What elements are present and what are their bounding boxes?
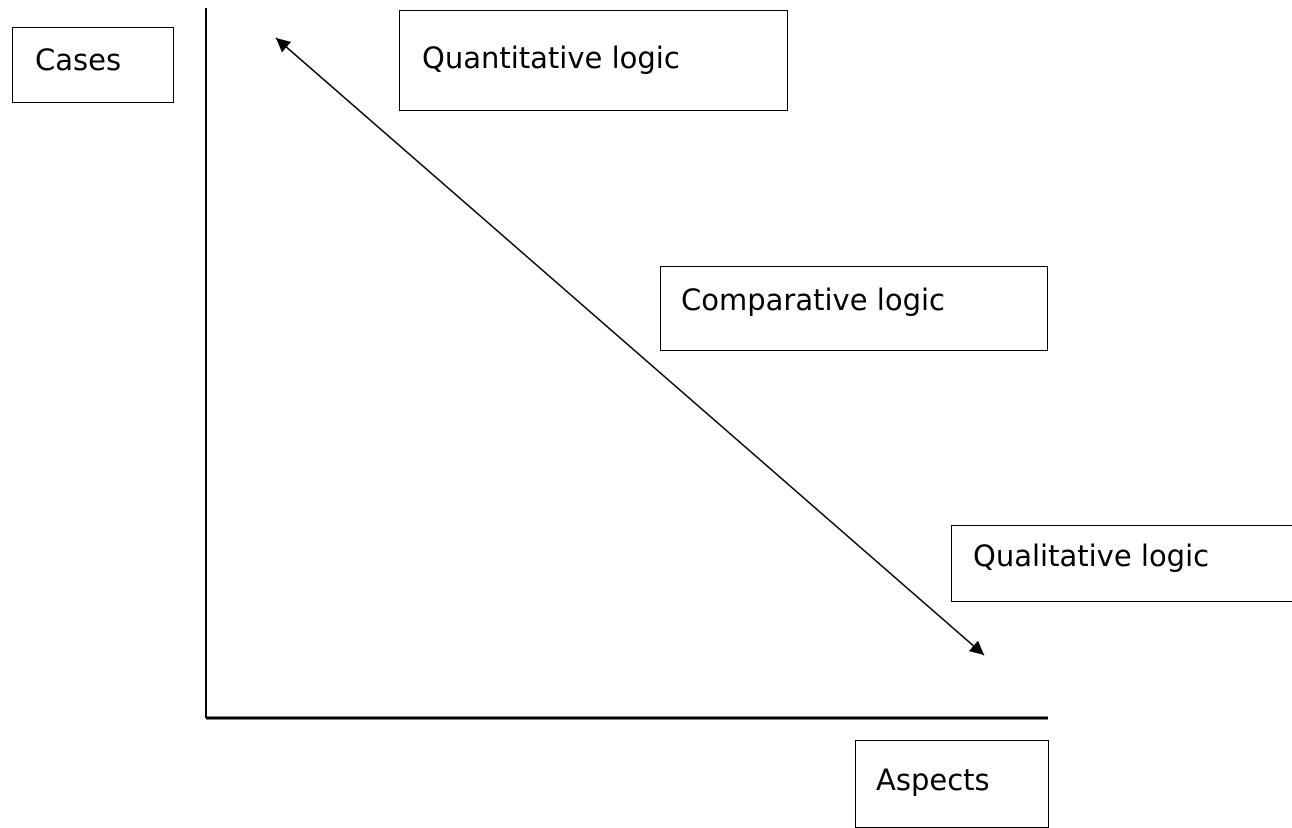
comparative-logic-label: Comparative logic [681, 283, 945, 317]
quantitative-logic-box: Quantitative logic [399, 10, 788, 111]
qualitative-logic-label: Qualitative logic [973, 539, 1210, 573]
double-arrow-diagonal [275, 37, 985, 656]
aspects-label: Aspects [876, 763, 990, 797]
qualitative-logic-box: Qualitative logic [951, 525, 1292, 602]
cases-label: Cases [35, 43, 122, 77]
comparative-logic-box: Comparative logic [660, 266, 1048, 351]
aspects-label-box: Aspects [855, 740, 1049, 828]
quantitative-logic-label: Quantitative logic [422, 41, 680, 75]
cases-label-box: Cases [12, 27, 174, 103]
